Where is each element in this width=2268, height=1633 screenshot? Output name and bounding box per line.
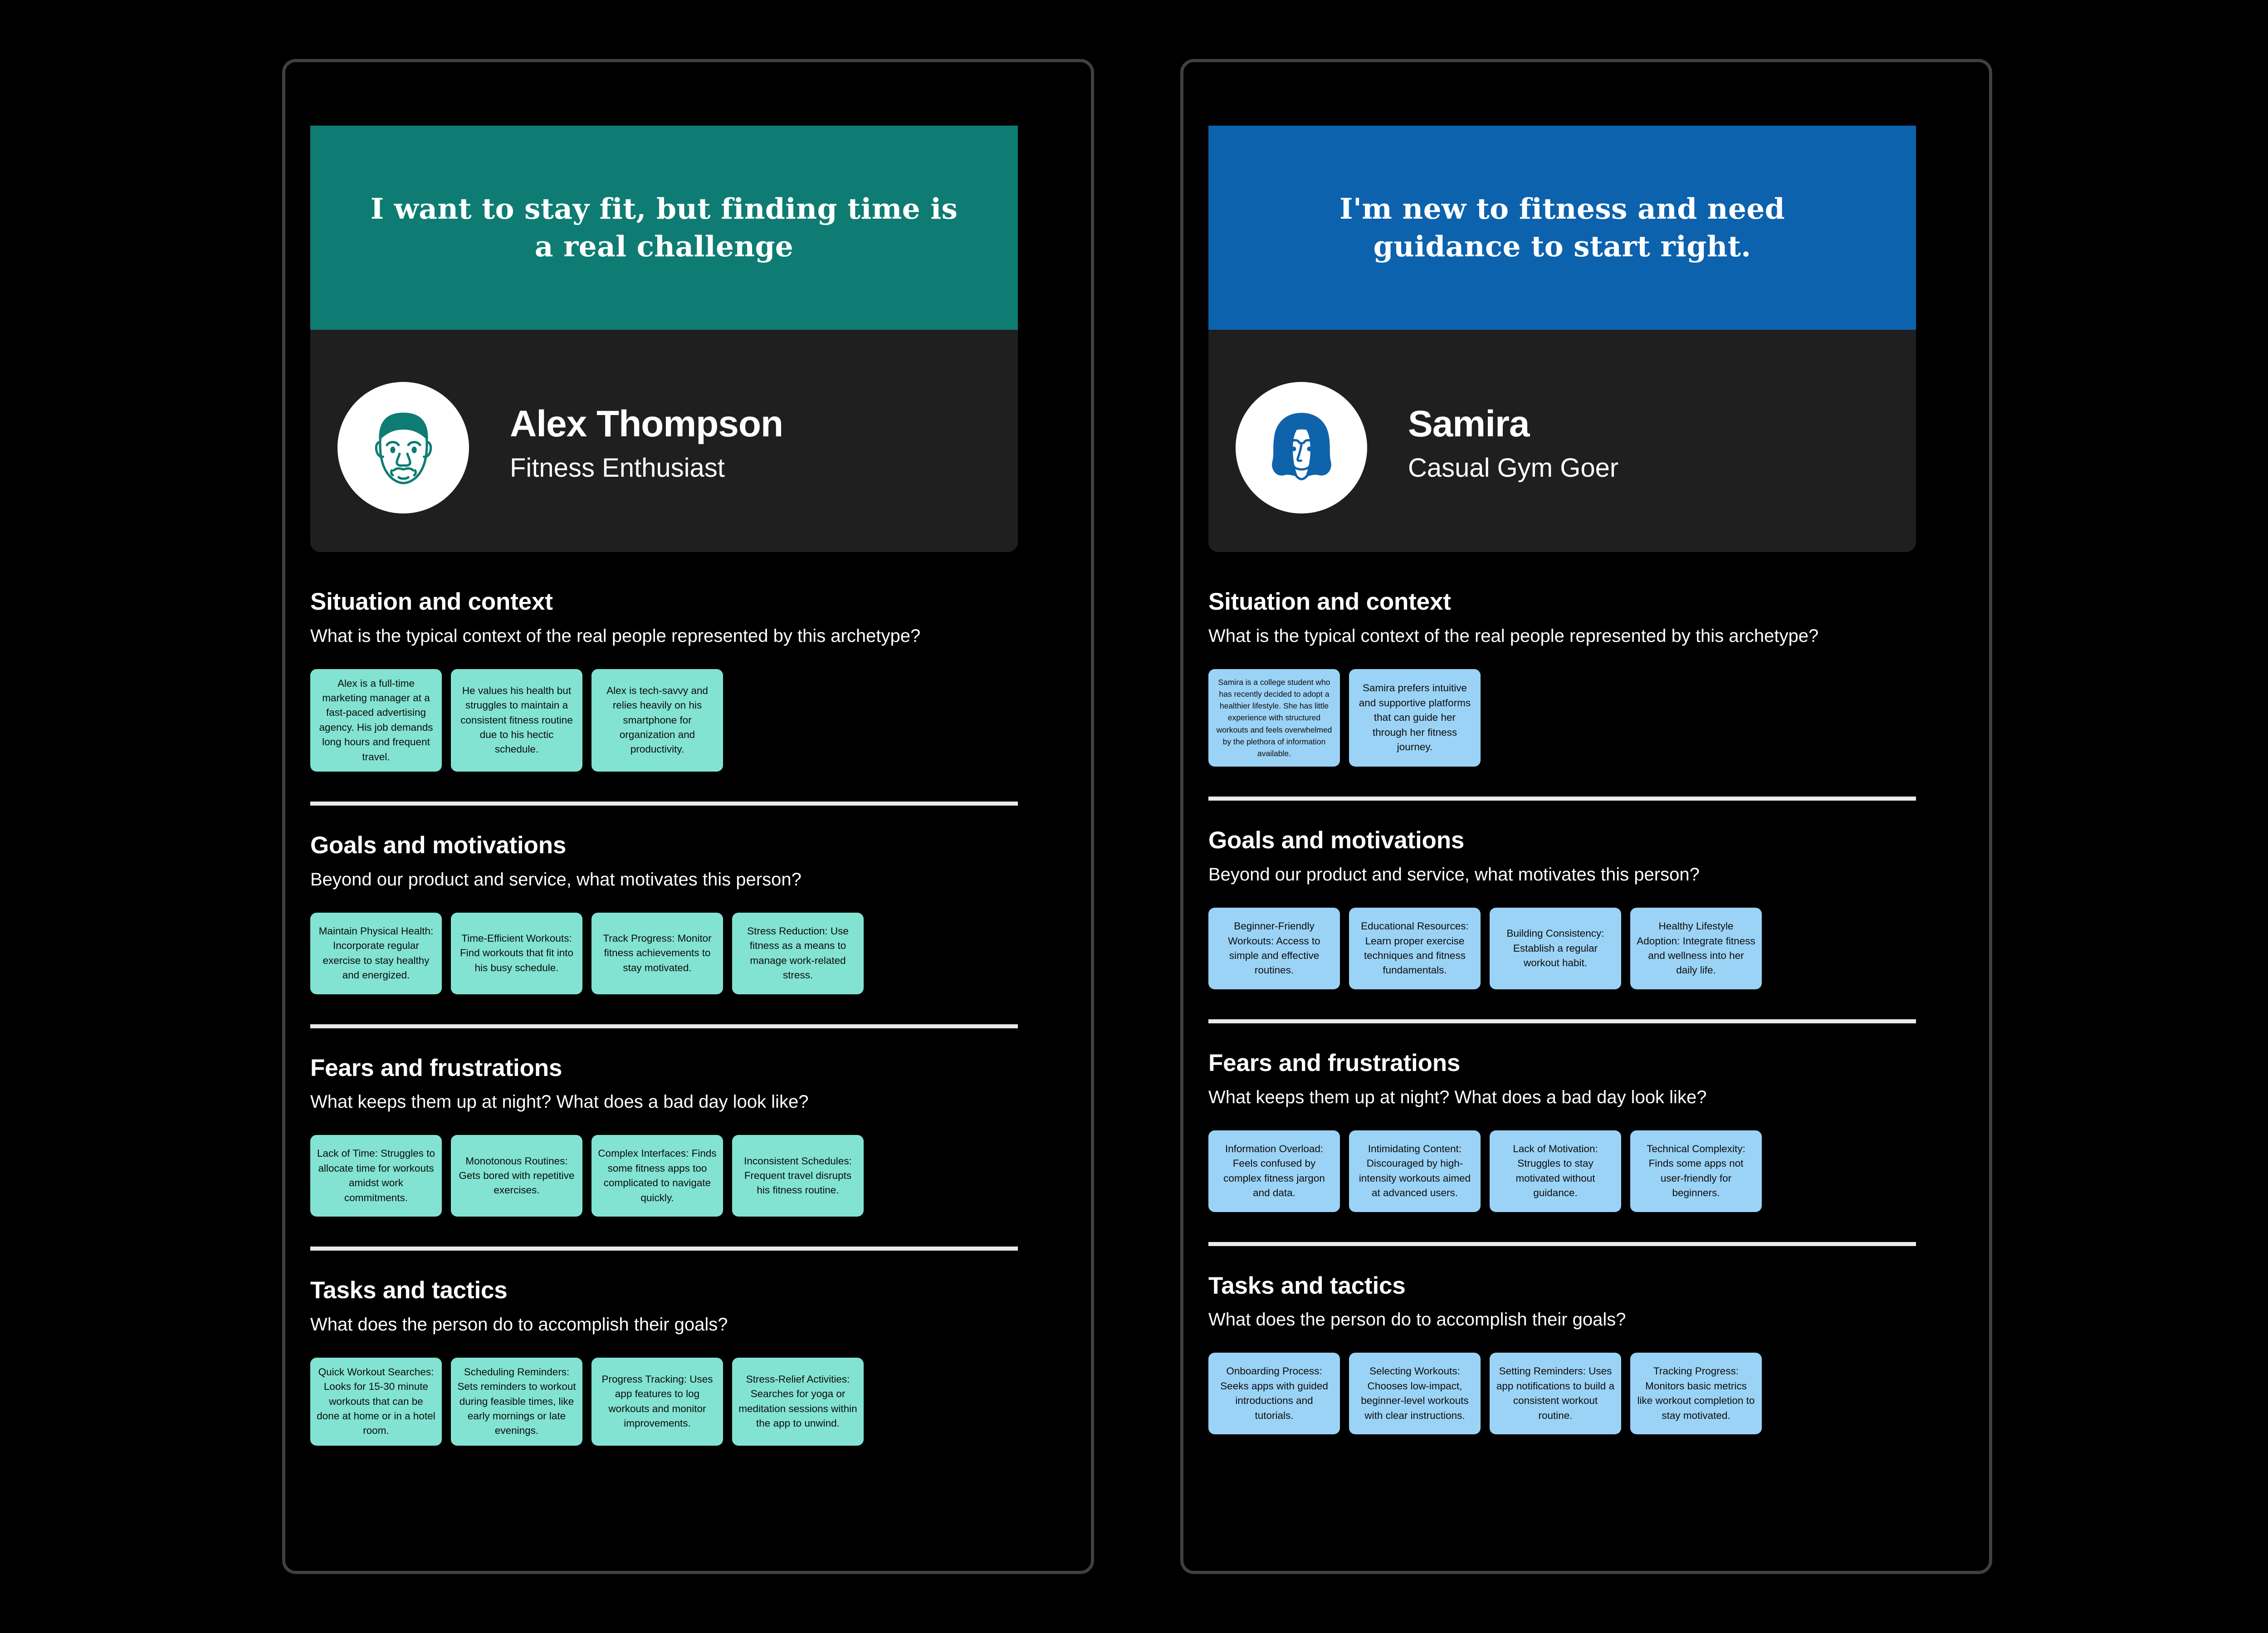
section-divider bbox=[310, 801, 1018, 806]
insight-card[interactable]: Progress Tracking: Uses app features to … bbox=[591, 1357, 723, 1446]
quote-text: I'm new to fitness and need guidance to … bbox=[1339, 191, 1785, 263]
insight-card[interactable]: Setting Reminders: Uses app notification… bbox=[1490, 1353, 1621, 1435]
section-title: Goals and motivations bbox=[1208, 827, 1465, 854]
section-divider bbox=[1208, 797, 1916, 801]
section-fears: Fears and frustrations What keeps them u… bbox=[1208, 1049, 1916, 1212]
insight-card[interactable]: Scheduling Reminders: Sets reminders to … bbox=[451, 1357, 582, 1446]
insight-card[interactable]: Healthy Lifestyle Adoption: Integrate fi… bbox=[1630, 907, 1762, 989]
section-title: Goals and motivations bbox=[310, 831, 567, 859]
persona-name: Samira bbox=[1408, 403, 1530, 445]
quote-bubble-samira: I'm new to fitness and need guidance to … bbox=[1208, 126, 1916, 374]
insight-card[interactable]: Complex Interfaces: Finds some fitness a… bbox=[591, 1135, 723, 1217]
insight-card[interactable]: Intimidating Content: Discouraged by hig… bbox=[1349, 1130, 1481, 1212]
card-row: Quick Workout Searches: Looks for 15-30 … bbox=[310, 1357, 1018, 1446]
section-divider bbox=[310, 1024, 1018, 1028]
section-subtitle: What does the person do to accomplish th… bbox=[310, 1314, 728, 1335]
section-tasks: Tasks and tactics What does the person d… bbox=[1208, 1271, 1916, 1435]
section-title: Tasks and tactics bbox=[1208, 1272, 1406, 1299]
insight-card[interactable]: Beginner-Friendly Workouts: Access to si… bbox=[1208, 907, 1340, 989]
insight-card[interactable]: Inconsistent Schedules: Frequent travel … bbox=[732, 1135, 864, 1217]
profile-header-alex: Alex Thompson Fitness Enthusiast bbox=[310, 330, 1018, 552]
avatar bbox=[1236, 382, 1367, 513]
card-row: Samira is a college student who has rece… bbox=[1208, 669, 1916, 767]
section-goals: Goals and motivations Beyond our product… bbox=[1208, 826, 1916, 989]
section-subtitle: Beyond our product and service, what mot… bbox=[1208, 864, 1700, 885]
insight-card[interactable]: He values his health but struggles to ma… bbox=[451, 669, 582, 772]
identity-block: Alex Thompson Fitness Enthusiast bbox=[510, 403, 783, 491]
card-row: Information Overload: Feels confused by … bbox=[1208, 1130, 1916, 1212]
section-title: Fears and frustrations bbox=[1208, 1049, 1461, 1076]
section-fears: Fears and frustrations What keeps them u… bbox=[310, 1054, 1018, 1217]
insight-card[interactable]: Technical Complexity: Finds some apps no… bbox=[1630, 1130, 1762, 1212]
persona-role: Fitness Enthusiast bbox=[510, 453, 725, 483]
card-row: Alex is a full-time marketing manager at… bbox=[310, 669, 1018, 772]
insight-card[interactable]: Onboarding Process: Seeks apps with guid… bbox=[1208, 1353, 1340, 1435]
insight-card[interactable]: Maintain Physical Health: Incorporate re… bbox=[310, 912, 442, 994]
card-row: Onboarding Process: Seeks apps with guid… bbox=[1208, 1353, 1916, 1435]
avatar bbox=[337, 382, 469, 513]
insight-card[interactable]: Tracking Progress: Monitors basic metric… bbox=[1630, 1353, 1762, 1435]
section-divider bbox=[310, 1247, 1018, 1251]
insight-card[interactable]: Selecting Workouts: Chooses low-impact, … bbox=[1349, 1353, 1481, 1435]
insight-card[interactable]: Information Overload: Feels confused by … bbox=[1208, 1130, 1340, 1212]
profile-header-samira: Samira Casual Gym Goer bbox=[1208, 330, 1916, 552]
insight-card[interactable]: Lack of Time: Struggles to allocate time… bbox=[310, 1135, 442, 1217]
identity-block: Samira Casual Gym Goer bbox=[1408, 403, 1619, 491]
insight-card[interactable]: Monotonous Routines: Gets bored with rep… bbox=[451, 1135, 582, 1217]
section-situation: Situation and context What is the typica… bbox=[310, 587, 1018, 772]
persona-role: Casual Gym Goer bbox=[1408, 453, 1619, 483]
section-title: Tasks and tactics bbox=[310, 1277, 508, 1304]
insight-card[interactable]: Samira prefers intuitive and supportive … bbox=[1349, 669, 1481, 767]
section-situation: Situation and context What is the typica… bbox=[1208, 587, 1916, 767]
section-tasks: Tasks and tactics What does the person d… bbox=[310, 1276, 1018, 1446]
insight-card[interactable]: Track Progress: Monitor fitness achievem… bbox=[591, 912, 723, 994]
section-subtitle: What is the typical context of the real … bbox=[1208, 626, 1819, 646]
insight-card[interactable]: Time-Efficient Workouts: Find workouts t… bbox=[451, 912, 582, 994]
section-title: Fears and frustrations bbox=[310, 1054, 562, 1081]
section-goals: Goals and motivations Beyond our product… bbox=[310, 831, 1018, 994]
persona-name: Alex Thompson bbox=[510, 403, 783, 445]
card-row: Maintain Physical Health: Incorporate re… bbox=[310, 912, 1018, 994]
insight-card[interactable]: Alex is a full-time marketing manager at… bbox=[310, 669, 442, 772]
section-divider bbox=[1208, 1019, 1916, 1023]
persona-card-samira: I'm new to fitness and need guidance to … bbox=[1180, 59, 1992, 1574]
insight-card[interactable]: Stress Reduction: Use fitness as a means… bbox=[732, 912, 864, 994]
section-subtitle: Beyond our product and service, what mot… bbox=[310, 869, 802, 890]
insight-card[interactable]: Lack of Motivation: Struggles to stay mo… bbox=[1490, 1130, 1621, 1212]
section-title: Situation and context bbox=[1208, 588, 1451, 615]
section-subtitle: What keeps them up at night? What does a… bbox=[310, 1092, 809, 1112]
card-row: Beginner-Friendly Workouts: Access to si… bbox=[1208, 907, 1916, 989]
persona-card-alex: I want to stay fit, but finding time is … bbox=[282, 59, 1094, 1574]
section-subtitle: What is the typical context of the real … bbox=[310, 626, 921, 646]
insight-card[interactable]: Alex is tech-savvy and relies heavily on… bbox=[591, 669, 723, 772]
insight-card[interactable]: Samira is a college student who has rece… bbox=[1208, 669, 1340, 767]
insight-card[interactable]: Building Consistency: Establish a regula… bbox=[1490, 907, 1621, 989]
insight-card[interactable]: Quick Workout Searches: Looks for 15-30 … bbox=[310, 1357, 442, 1446]
section-subtitle: What keeps them up at night? What does a… bbox=[1208, 1087, 1707, 1107]
card-row: Lack of Time: Struggles to allocate time… bbox=[310, 1135, 1018, 1217]
insight-card[interactable]: Stress-Relief Activities: Searches for y… bbox=[732, 1357, 864, 1446]
insight-card[interactable]: Educational Resources: Learn proper exer… bbox=[1349, 907, 1481, 989]
quote-bubble-alex: I want to stay fit, but finding time is … bbox=[310, 126, 1018, 374]
section-divider bbox=[1208, 1242, 1916, 1246]
section-title: Situation and context bbox=[310, 588, 553, 615]
section-subtitle: What does the person do to accomplish th… bbox=[1208, 1310, 1626, 1330]
quote-text: I want to stay fit, but finding time is … bbox=[370, 191, 958, 263]
